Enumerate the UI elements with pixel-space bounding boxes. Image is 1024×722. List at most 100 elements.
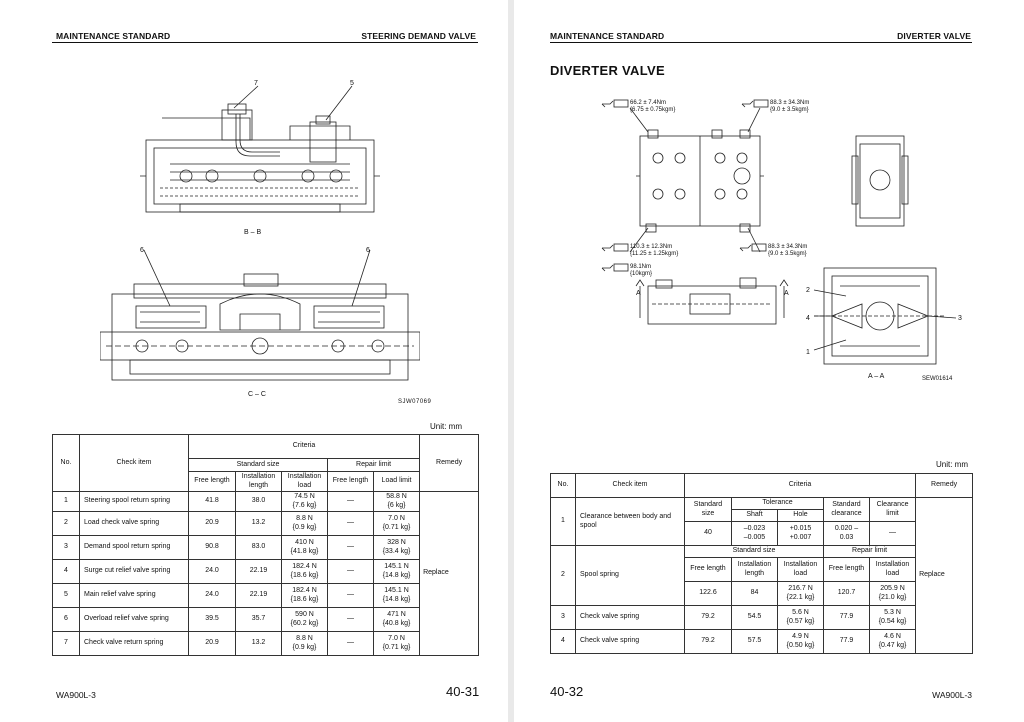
cell-load-limit: 328 N{33.4 kg} bbox=[372, 535, 421, 560]
load-kg: {0.9 kg} bbox=[292, 643, 317, 651]
cell-no: 4 bbox=[52, 559, 80, 584]
cell-free-length: 24.0 bbox=[188, 583, 236, 608]
limit-n: 7.0 N bbox=[388, 635, 405, 643]
th-load-limit: Load limit bbox=[372, 471, 421, 492]
th-standard-size: Standard size bbox=[684, 545, 824, 558]
limit-kg: {14.8 kg} bbox=[382, 595, 411, 603]
callout-4: 4 bbox=[806, 315, 810, 322]
th-free-length-repair: Free length bbox=[823, 557, 870, 582]
header-right: STEERING DEMAND VALVE bbox=[361, 31, 476, 41]
cell-repair-free: — bbox=[327, 583, 374, 608]
section-a-right: A bbox=[784, 290, 789, 297]
cell-load-limit: 471 N{40.8 kg} bbox=[372, 607, 421, 632]
th-repair-limit: Repair limit bbox=[822, 545, 917, 558]
cell-item: Check valve spring bbox=[575, 605, 685, 630]
cell-shaft: –0.023 –0.005 bbox=[731, 521, 778, 546]
cell-no: 2 bbox=[52, 511, 80, 536]
load-n: 182.4 N bbox=[292, 587, 317, 595]
drawing-code: SEW01614 bbox=[922, 376, 953, 382]
cell-repair-free: — bbox=[327, 511, 374, 536]
load-kg: {0.57 kg} bbox=[786, 617, 815, 625]
footer-model: WA900L-3 bbox=[56, 690, 96, 700]
cell-load-limit: 145.1 N{14.8 kg} bbox=[372, 559, 421, 584]
limit-n: 7.0 N bbox=[388, 515, 405, 523]
cell-free-length: 20.9 bbox=[188, 511, 236, 536]
torque-wrench-icon bbox=[601, 263, 629, 272]
cell-free-length: 122.6 bbox=[684, 581, 732, 606]
cell-item: Clearance between body and spool bbox=[575, 497, 685, 546]
cell-load-limit: 7.0 N{0.71 kg} bbox=[372, 631, 421, 656]
callout-6a: 6 bbox=[140, 247, 144, 254]
cell-repair-free: — bbox=[327, 559, 374, 584]
cell-installation-length: 22.19 bbox=[235, 583, 282, 608]
load-kg: {60.2 kg} bbox=[290, 619, 319, 627]
th-no: No. bbox=[52, 434, 80, 492]
load-n: 4.9 N bbox=[792, 633, 809, 641]
cell-installation-load: 74.5 N{7.6 kg} bbox=[281, 491, 328, 512]
cell-item: Check valve return spring bbox=[79, 631, 189, 656]
torque-1-nm: 66.2 ± 7.4Nm bbox=[630, 100, 666, 106]
cell-repair-free: — bbox=[327, 631, 374, 656]
cell-free-length: 79.2 bbox=[684, 629, 732, 654]
torque-wrench-icon bbox=[601, 99, 629, 108]
torque-1-kgm: {6.75 ± 0.75kgm} bbox=[630, 107, 675, 113]
th-installation-length: Installation length bbox=[235, 471, 282, 492]
cell-installation-length: 38.0 bbox=[235, 491, 282, 512]
table-row: 1 Steering spool return spring 41.8 38.0… bbox=[52, 491, 480, 656]
torque-5-nm: 98.1Nm bbox=[630, 264, 651, 270]
load-kg: {0.9 kg} bbox=[292, 523, 317, 531]
cell-installation-length: 54.5 bbox=[731, 605, 778, 630]
cell-remedy: Replace bbox=[915, 497, 974, 654]
limit-kg: {0.71 kg} bbox=[382, 643, 411, 651]
cell-no: 6 bbox=[52, 607, 80, 632]
cell-installation-load: 182.4 N{18.6 kg} bbox=[281, 559, 328, 584]
load-n: 410 N bbox=[295, 539, 314, 547]
th-standard-clearance: Standard clearance bbox=[823, 497, 870, 522]
footer-page-number: 40-31 bbox=[446, 684, 480, 699]
th-installation-length: Installation length bbox=[731, 557, 778, 582]
section-a-left: A bbox=[636, 290, 641, 297]
load-n: 8.8 N bbox=[296, 515, 313, 523]
cell-repair-free: 77.9 bbox=[823, 605, 870, 630]
limit-n: 5.3 N bbox=[884, 609, 901, 617]
table-row: 4 Surge cut relief valve spring 24.0 22.… bbox=[52, 559, 479, 584]
callout-3: 3 bbox=[958, 315, 962, 322]
cell-installation-length: 84 bbox=[731, 581, 778, 606]
torque-2-kgm: {9.0 ± 3.5kgm} bbox=[770, 107, 809, 113]
cell-installation-length: 57.5 bbox=[731, 629, 778, 654]
cell-item: Overload relief valve spring bbox=[79, 607, 189, 632]
table-row: 40 –0.023 –0.005 +0.015 +0.007 0.020 – 0… bbox=[551, 521, 973, 546]
torque-wrench-icon bbox=[601, 243, 629, 252]
th-free-length-repair: Free length bbox=[327, 471, 374, 492]
cell-free-length: 24.0 bbox=[188, 559, 236, 584]
cell-clearance-limit: — bbox=[868, 521, 917, 546]
callout-1: 1 bbox=[806, 349, 810, 356]
section-cc-drawing: 6 6 C – C bbox=[100, 247, 420, 398]
cell-load-limit: 58.8 N{6 kg} bbox=[372, 491, 421, 512]
th-standard-size: Standard size bbox=[684, 497, 732, 522]
left-page: MAINTENANCE STANDARD STEERING DEMAND VAL… bbox=[0, 0, 508, 722]
th-shaft: Shaft bbox=[731, 509, 778, 522]
cell-repair-free: — bbox=[327, 535, 374, 560]
cell-no: 1 bbox=[550, 497, 576, 546]
diverter-spec-table: No. Check item Criteria Remedy 1 Clearan… bbox=[550, 473, 974, 654]
spring-spec-table: No. Check item Criteria Remedy Standard … bbox=[52, 434, 480, 656]
cell-free-length: 90.8 bbox=[188, 535, 236, 560]
cell-repair-load: 205.9 N{21.0 kg} bbox=[868, 581, 917, 606]
cell-installation-length: 35.7 bbox=[235, 607, 282, 632]
cell-free-length: 39.5 bbox=[188, 607, 236, 632]
cell-item: Surge cut relief valve spring bbox=[79, 559, 189, 584]
th-no: No. bbox=[550, 473, 576, 498]
th-installation-load: Installation load bbox=[777, 557, 824, 582]
cell-item: Check valve spring bbox=[575, 629, 685, 654]
cell-installation-length: 22.19 bbox=[235, 559, 282, 584]
th-tolerance: Tolerance bbox=[731, 497, 824, 510]
limit-n: 205.9 N bbox=[880, 585, 905, 593]
limit-n: 145.1 N bbox=[384, 563, 409, 571]
table-row: 122.6 84 216.7 N{22.1 kg} 120.7 205.9 N{… bbox=[551, 581, 973, 606]
cell-no: 7 bbox=[52, 631, 80, 656]
header-rule bbox=[52, 42, 478, 43]
cell-free-length: 79.2 bbox=[684, 605, 732, 630]
cell-repair-free: — bbox=[327, 491, 374, 512]
callout-7: 7 bbox=[254, 80, 258, 87]
